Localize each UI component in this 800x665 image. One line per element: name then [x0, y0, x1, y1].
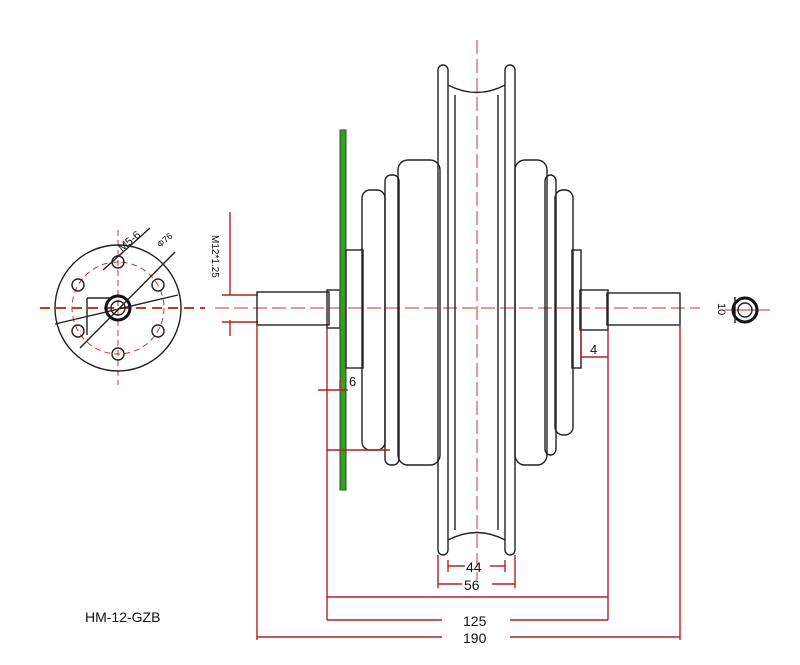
brake-disc [339, 129, 347, 491]
disc-offset-label: 6 [349, 374, 356, 389]
bolt-circle-label: Φ76 [155, 231, 175, 250]
dropout-width-label: 125 [463, 613, 487, 629]
dimensions [256, 325, 681, 640]
rim-outer-label: 56 [464, 577, 480, 593]
model-label: HM-12-GZB [85, 609, 160, 625]
rim-inner-label: 44 [466, 559, 482, 575]
shoulder-label: 4 [590, 342, 597, 357]
bolt-label: M5-6 [116, 229, 143, 254]
axle-length-label: 190 [463, 630, 487, 646]
axle-flat-label: 10 [715, 303, 727, 315]
thread-label: M12*1.25 [209, 235, 220, 278]
side-view [256, 64, 681, 556]
front-view [40, 227, 205, 385]
